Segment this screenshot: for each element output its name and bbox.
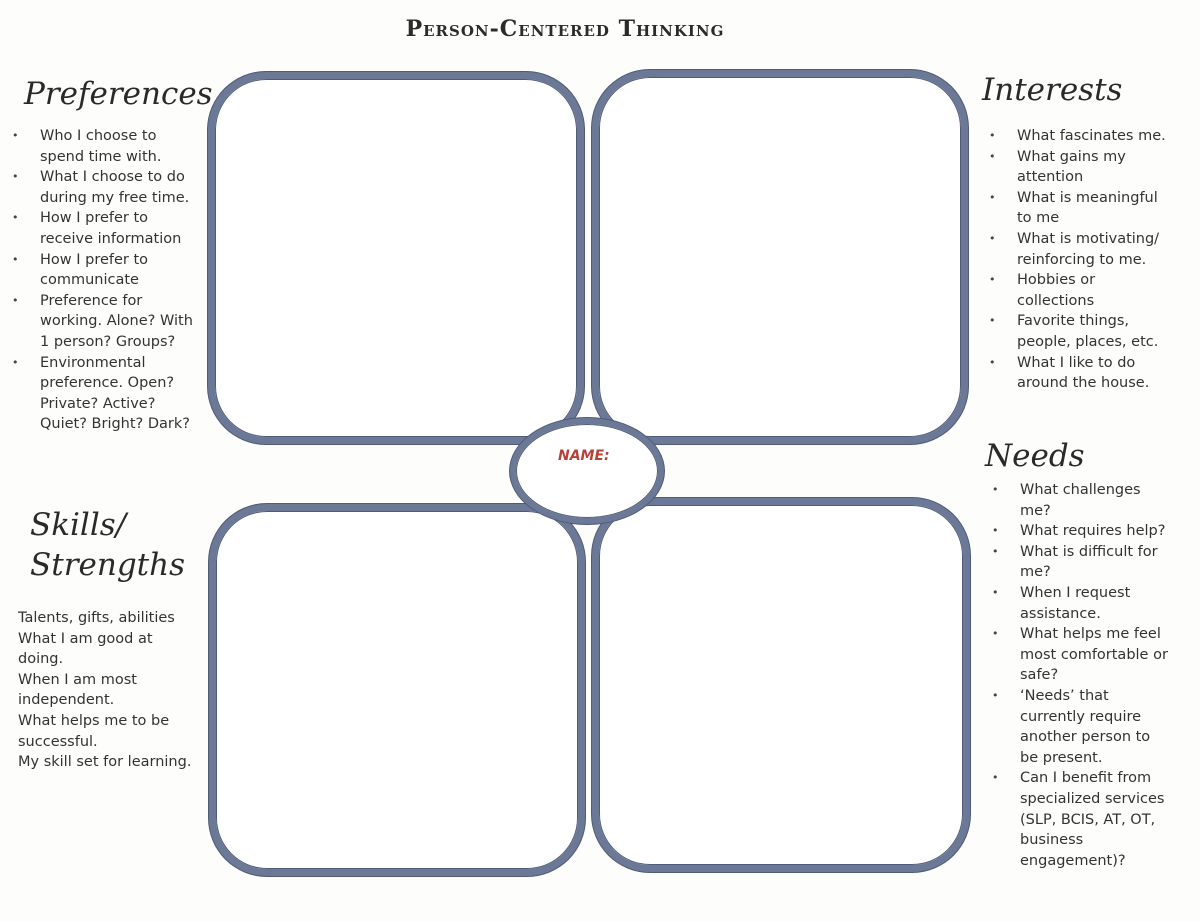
text-line: What I am good at (18, 630, 153, 647)
interests-heading: Interests (982, 72, 1123, 108)
text-line: successful. (18, 733, 98, 750)
skills-text: Talents, gifts, abilities What I am good… (18, 608, 191, 773)
name-label: NAME: (558, 448, 610, 464)
text-line: When I am most (18, 671, 137, 688)
needs-heading: Needs (985, 438, 1085, 474)
preferences-heading: Preferences (24, 76, 213, 112)
text-line: independent. (18, 692, 115, 709)
interests-list: What fascinates me. What gains myattenti… (989, 126, 1189, 394)
list-item: What fascinates me. (989, 126, 1189, 147)
skills-box[interactable] (209, 504, 585, 876)
list-item: What is motivating/reinforcing to me. (989, 229, 1189, 270)
name-oval[interactable] (510, 418, 664, 524)
list-item: What requires help? (992, 521, 1192, 542)
needs-box[interactable] (592, 498, 970, 872)
text-line: doing. (18, 651, 64, 668)
skills-heading: Skills/ Strengths (30, 505, 185, 585)
preferences-box[interactable] (208, 72, 584, 444)
text-line: Talents, gifts, abilities (18, 610, 175, 626)
text-line: What helps me to be (18, 712, 170, 729)
text-line: My skill set for learning. (18, 754, 192, 771)
list-item: Favorite things,people, places, etc. (989, 311, 1189, 352)
skills-heading-line1: Skills/ (30, 507, 127, 543)
interests-box[interactable] (592, 70, 968, 444)
page-title: Person-Centered Thinking (405, 16, 725, 42)
skills-heading-line2: Strengths (30, 547, 185, 583)
